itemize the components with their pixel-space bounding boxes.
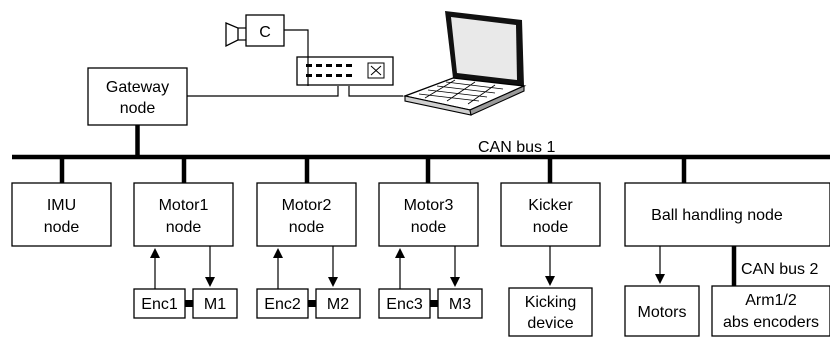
motor3-node-label-1: Motor3	[404, 197, 454, 214]
motors-label: Motors	[638, 304, 687, 321]
ball-handling-node-label: Ball handling node	[651, 207, 783, 224]
enc2-box	[256, 288, 309, 319]
motor2-node-label-2: node	[289, 219, 325, 236]
enc3-label: Enc3	[386, 296, 423, 313]
can-bus-1-label: CAN bus 1	[478, 139, 555, 156]
kicker-node-label-1: Kicker	[528, 197, 573, 214]
kicking-device-label-1: Kicking	[525, 294, 577, 311]
m1-box	[192, 288, 238, 319]
gateway-node-label-1: Gateway	[106, 79, 169, 96]
imu-node-label-2: node	[44, 219, 80, 236]
motor3-node-box	[378, 182, 479, 247]
arm-encoders-box	[711, 285, 830, 337]
camera-icon: C	[225, 14, 285, 48]
shaft-coupling	[430, 300, 438, 307]
arm-encoders-label-1: Arm1/2	[745, 292, 797, 309]
m2-box	[315, 288, 361, 319]
motors-box	[624, 285, 700, 337]
camera-label: C	[259, 24, 271, 41]
laptop-icon	[402, 11, 527, 116]
gateway-node-label-2: node	[120, 100, 156, 117]
shaft-coupling	[185, 300, 193, 307]
m3-label: M3	[449, 296, 471, 313]
imu-node-box	[11, 182, 112, 247]
kicking-device-label-2: device	[527, 315, 573, 332]
enc2-label: Enc2	[264, 296, 301, 313]
ball-handling-node-box	[624, 182, 830, 247]
motor2-node-box	[256, 182, 357, 247]
motor3-node-label-2: node	[411, 219, 447, 236]
kicking-device-box	[508, 287, 593, 337]
kicker-node-label-2: node	[533, 219, 569, 236]
arm-encoders-label-2: abs encoders	[723, 314, 819, 331]
imu-node-label-1: IMU	[47, 197, 76, 214]
m1-label: M1	[204, 296, 226, 313]
motor2-node-label-1: Motor2	[282, 197, 332, 214]
can-bus-2-label: CAN bus 2	[741, 261, 818, 278]
motor1-node-label-2: node	[166, 219, 202, 236]
enc1-label: Enc1	[141, 296, 178, 313]
motor1-node-box	[133, 182, 234, 247]
kicker-node-box	[500, 182, 601, 247]
gateway-node-box	[87, 67, 188, 126]
m3-box	[437, 288, 483, 319]
m2-label: M2	[327, 296, 349, 313]
enc1-box	[133, 288, 186, 319]
motor1-node-label-1: Motor1	[159, 197, 209, 214]
network-switch-icon	[296, 56, 394, 86]
shaft-coupling	[308, 300, 316, 307]
